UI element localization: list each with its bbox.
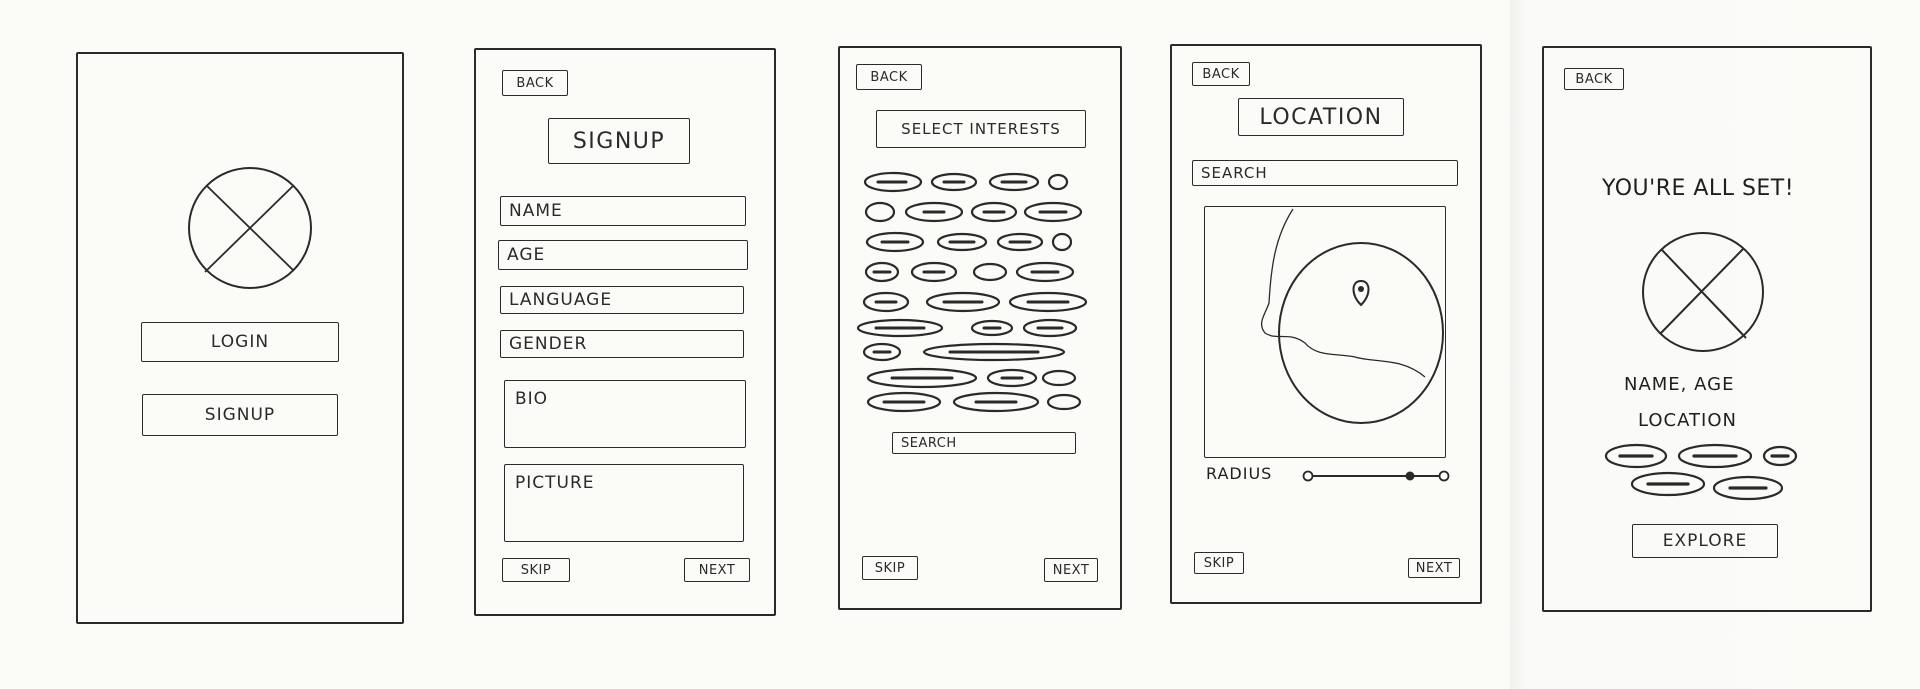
slider-min-endpoint [1302,470,1314,482]
interest-tag [925,291,1001,313]
interest-tag [1630,471,1706,497]
interest-tag [864,201,896,223]
picture-upload[interactable]: PICTURE [504,464,744,542]
radius-slider[interactable] [1302,464,1452,488]
map-drawing [1261,208,1444,424]
interest-tag [910,261,958,283]
interest-tag [1008,291,1088,313]
next-button[interactable]: NEXT [1408,558,1460,578]
language-field[interactable]: LANGUAGE [500,286,744,314]
interest-tag [1022,318,1078,338]
map-view[interactable] [1204,206,1446,458]
interest-tag [970,201,1018,223]
interest-tag [856,318,944,338]
back-button[interactable]: BACK [502,70,568,96]
logo-placeholder-icon [188,167,312,289]
interest-tag [863,171,923,193]
interest-tag [865,231,925,253]
interest-tag [970,319,1014,337]
selected-interest-tags [1604,443,1798,501]
interest-tag [1677,443,1753,469]
interest-tag [988,172,1040,192]
skip-button[interactable]: SKIP [502,558,570,582]
interest-tag [1051,232,1073,252]
interest-tag [1604,443,1668,469]
signup-screen: BACK SIGNUP NAME AGE LANGUAGE GENDER BIO… [474,48,776,616]
summary-name-age: NAME, AGE [1624,374,1735,395]
radius-circle [1278,242,1444,424]
interest-tag [996,232,1044,252]
interest-tag [862,342,902,362]
done-screen: BACK YOU'RE ALL SET! NAME, AGE LOCATION … [1542,46,1872,612]
interest-tag [1046,393,1082,411]
back-button[interactable]: BACK [1564,68,1624,90]
welcome-screen: LOGIN SIGNUP [76,52,404,624]
search-input[interactable]: SEARCH [892,432,1076,454]
interest-tag [866,367,978,389]
confirmation-heading: YOU'RE ALL SET! [1602,176,1795,201]
page-title: SELECT INTERESTS [876,110,1086,148]
interest-tag [1712,475,1784,501]
signup-button[interactable]: SIGNUP [142,394,338,436]
interest-tag [1762,445,1798,467]
interest-tags [856,171,1088,413]
interest-tag [972,262,1008,282]
bio-field[interactable]: BIO [504,380,746,448]
interest-tag [936,232,988,252]
paper-shadow [1510,0,1920,689]
interest-tag [952,391,1040,413]
slider-max-endpoint [1438,470,1450,482]
explore-button[interactable]: EXPLORE [1632,524,1778,558]
gender-field[interactable]: GENDER [500,330,744,358]
page-title: SIGNUP [548,118,690,164]
interest-tag [1023,201,1083,223]
interest-tag [930,172,978,192]
interest-tag [1041,369,1077,387]
location-screen: BACK LOCATION SEARCH RADIUS SKIP NEXT [1170,44,1482,604]
search-input[interactable]: SEARCH [1192,160,1458,186]
interest-tag [904,201,964,223]
back-button[interactable]: BACK [856,64,922,90]
next-button[interactable]: NEXT [684,558,750,582]
location-pin-icon [1352,279,1370,307]
slider-thumb [1405,471,1415,481]
page-title: LOCATION [1238,98,1404,136]
radius-label: RADIUS [1206,464,1273,483]
login-button[interactable]: LOGIN [141,322,339,362]
interest-tag [864,261,900,283]
skip-button[interactable]: SKIP [862,556,918,580]
profile-picture-placeholder-icon [1642,232,1764,352]
interest-tag [986,368,1038,388]
next-button[interactable]: NEXT [1044,558,1098,582]
interest-tag [922,342,1066,362]
interests-screen: BACK SELECT INTERESTS [838,46,1122,610]
interest-tag [1047,173,1069,191]
skip-button[interactable]: SKIP [1194,552,1244,574]
interest-tag [866,391,942,413]
name-field[interactable]: NAME [500,196,746,226]
interest-tag [862,291,910,313]
coastline [1261,208,1426,378]
back-button[interactable]: BACK [1192,62,1250,86]
summary-location: LOCATION [1638,410,1737,431]
age-field[interactable]: AGE [498,240,748,270]
interest-tag [1015,261,1075,283]
